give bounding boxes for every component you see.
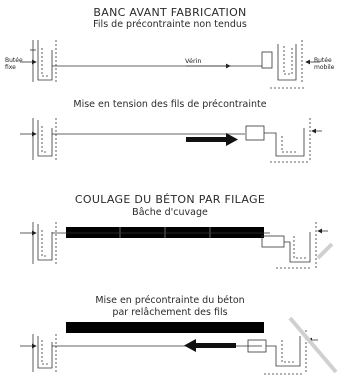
fixed-abutment-4 (20, 334, 57, 372)
mobile-abutment-1 (261, 40, 320, 89)
mobile-block-label: Butée mobile (314, 57, 335, 71)
stage-4 (20, 322, 318, 375)
step4-title-line1: Mise en précontrainte du béton (95, 295, 245, 306)
step2-title: Mise en tension des fils de précontraint… (73, 99, 267, 110)
fixed-abutment-3 (20, 222, 57, 264)
step4-title-line2: par relâchement des fils (112, 307, 228, 318)
release-arrow (196, 343, 236, 348)
stage-3 (20, 222, 328, 269)
tension-arrow (186, 137, 226, 142)
step3-title: COULAGE DU BÉTON PAR FILAGE (74, 193, 266, 206)
prestressed-beam (66, 322, 264, 333)
fixed-abutment-1 (20, 40, 57, 82)
stage-1 (20, 40, 320, 89)
step3-subtitle: Bâche d'cuvage (132, 207, 208, 218)
mobile-abutment-3 (261, 222, 328, 269)
fixed-abutment-2 (20, 118, 57, 160)
mobile-abutment-2 (245, 118, 322, 163)
step1-subtitle: Fils de précontrainte non tendus (93, 19, 247, 30)
stage-2 (20, 118, 322, 163)
fixed-block-label: Butée fixe (5, 57, 23, 71)
corner-marks (288, 242, 338, 374)
step1-title: BANC AVANT FABRICATION (93, 6, 247, 19)
jack-label: Vérin (185, 57, 202, 65)
mobile-abutment-4 (247, 330, 318, 375)
